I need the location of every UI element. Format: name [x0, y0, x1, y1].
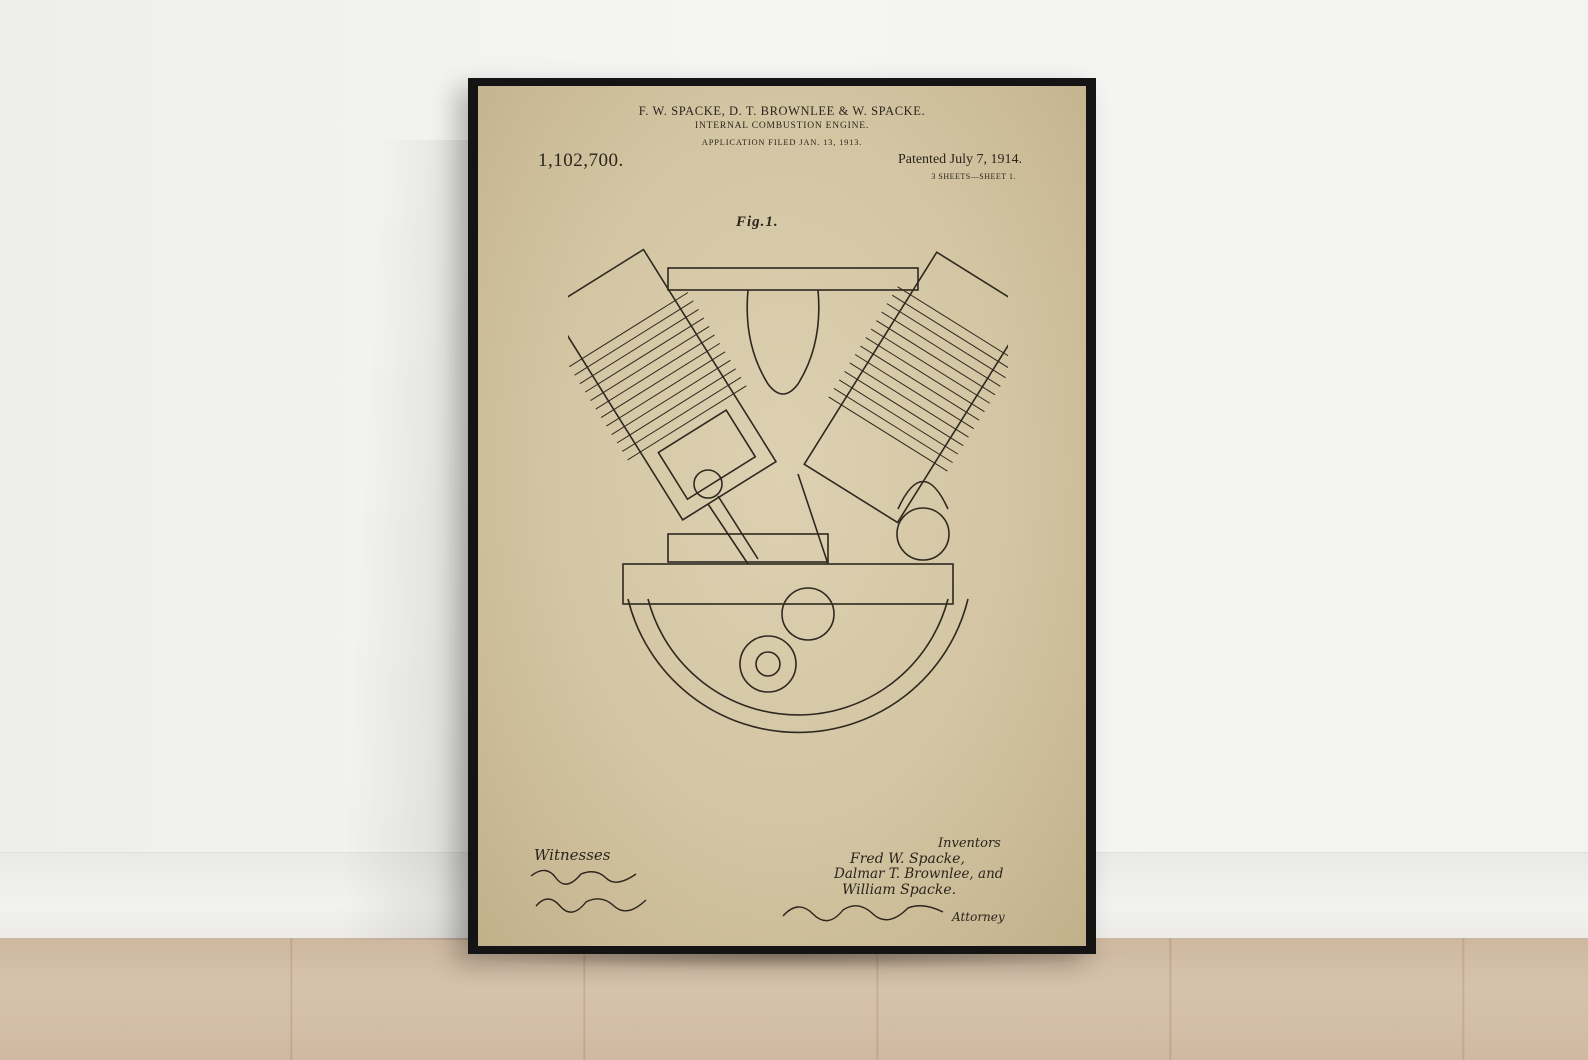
carburetor	[746, 289, 820, 395]
patent-date: Patented July 7, 1914.	[897, 152, 1022, 167]
patent-number: 1,102,700.	[538, 150, 624, 171]
magneto-housing	[897, 480, 949, 510]
patent-title: INTERNAL COMBUSTION ENGINE.	[694, 121, 870, 131]
sheet-count: 3 SHEETS—SHEET 1.	[931, 172, 1016, 181]
attorney-label: Attorney	[952, 910, 1005, 924]
attorney-signature	[782, 905, 944, 922]
wooden-floor	[0, 938, 1588, 1060]
crankcase	[627, 598, 969, 734]
crank-gear	[739, 635, 797, 693]
engine-drawing	[568, 248, 1008, 734]
witnesses-label: Witnesses	[534, 846, 611, 864]
intake-manifold	[667, 267, 919, 291]
patent-poster: F. W. SPACKE, D. T. BROWNLEE & W. SPACKE…	[478, 86, 1086, 946]
poster-frame: F. W. SPACKE, D. T. BROWNLEE & W. SPACKE…	[468, 78, 1096, 954]
inventor-dalmar-brownlee: Dalmar T. Brownlee, and	[834, 866, 1004, 882]
camshaft-housing	[622, 563, 954, 605]
inventor-fred-spacke: Fred W. Spacke,	[850, 851, 965, 867]
patent-inventors-header: F. W. SPACKE, D. T. BROWNLEE & W. SPACKE…	[638, 104, 926, 118]
inventor-william-spacke: William Spacke.	[842, 882, 957, 898]
timing-gear	[896, 507, 950, 561]
figure-label: Fig.1.	[736, 214, 779, 230]
left-cylinder	[568, 248, 778, 521]
right-cylinder	[803, 251, 1008, 524]
inventors-label: Inventors	[938, 836, 1001, 851]
witness-signatures	[530, 869, 647, 913]
application-filed-date: APPLICATION FILED JAN. 13, 1913.	[701, 137, 863, 147]
